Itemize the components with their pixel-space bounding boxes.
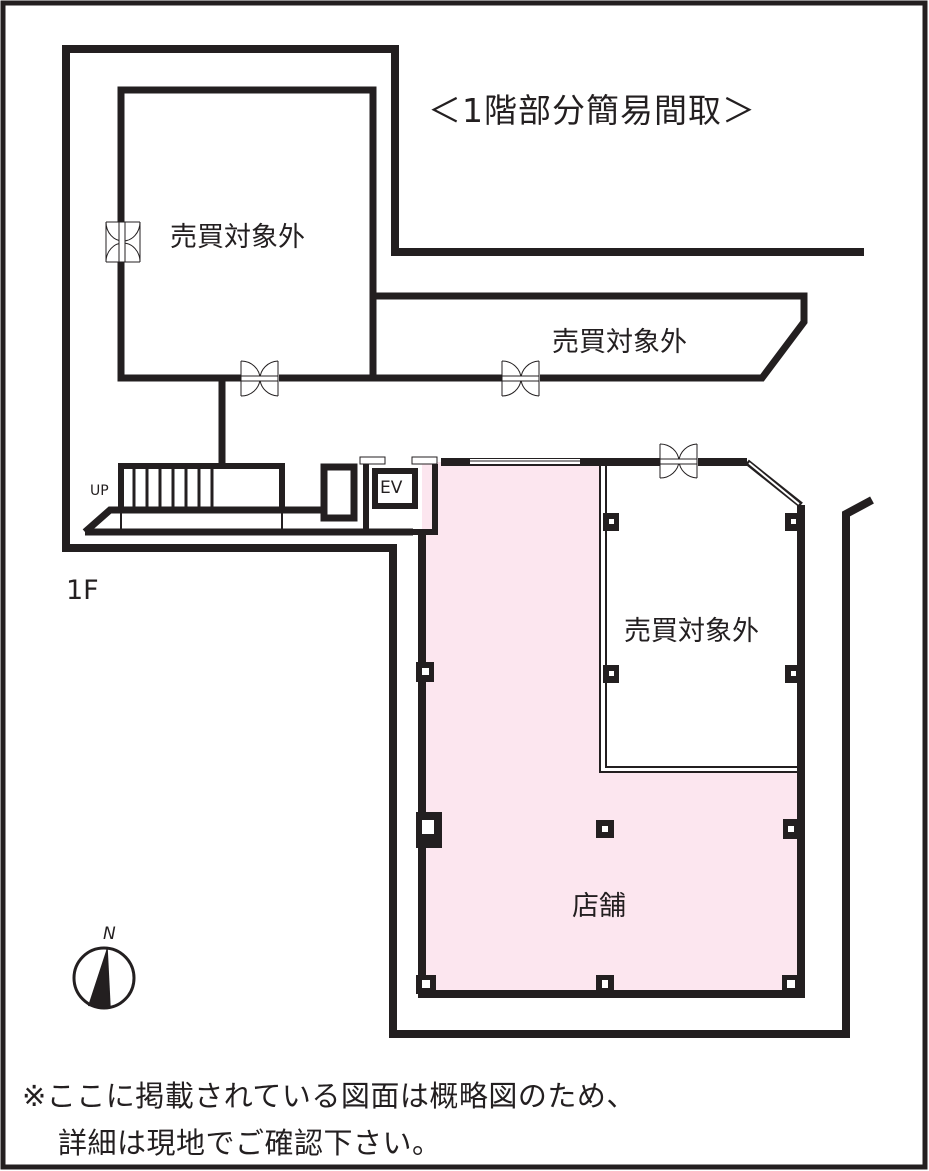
partition-east-room xyxy=(599,464,799,773)
north-arrow-icon xyxy=(72,946,136,1010)
stair-treads xyxy=(132,466,214,510)
room-north-corridor-walls xyxy=(373,292,808,382)
floor-label: 1F xyxy=(66,575,99,606)
stair-base-wall xyxy=(82,506,413,536)
elevator-label: EV xyxy=(380,478,403,498)
elevator-door-frames xyxy=(359,456,438,465)
elevator-car xyxy=(372,468,418,509)
double-door-icon xyxy=(240,360,279,397)
double-door-icon xyxy=(105,221,141,263)
room-label-east: 売買対象外 xyxy=(624,616,759,647)
outer-wall-north xyxy=(62,45,874,1038)
disclaimer-line-2: 詳細は現地でご確認下さい。 xyxy=(58,1126,442,1160)
double-door-icon xyxy=(659,443,698,479)
room-label-shop: 店舗 xyxy=(572,891,626,922)
duct-box xyxy=(320,463,358,522)
double-door-icon xyxy=(501,360,540,397)
room-label-corridor: 売買対象外 xyxy=(552,327,687,358)
room-label-northwest: 売買対象外 xyxy=(170,222,305,253)
elevator-hall-walls xyxy=(363,464,438,535)
plan-title: ＜1階部分簡易間取＞ xyxy=(428,91,756,130)
disclaimer-line-1: ※ここに掲載されている図面は概略図のため、 xyxy=(22,1079,636,1113)
shop-area-fill xyxy=(422,462,797,990)
compass-north-label: N xyxy=(103,924,116,944)
stairs-up-label: UP xyxy=(90,483,109,499)
